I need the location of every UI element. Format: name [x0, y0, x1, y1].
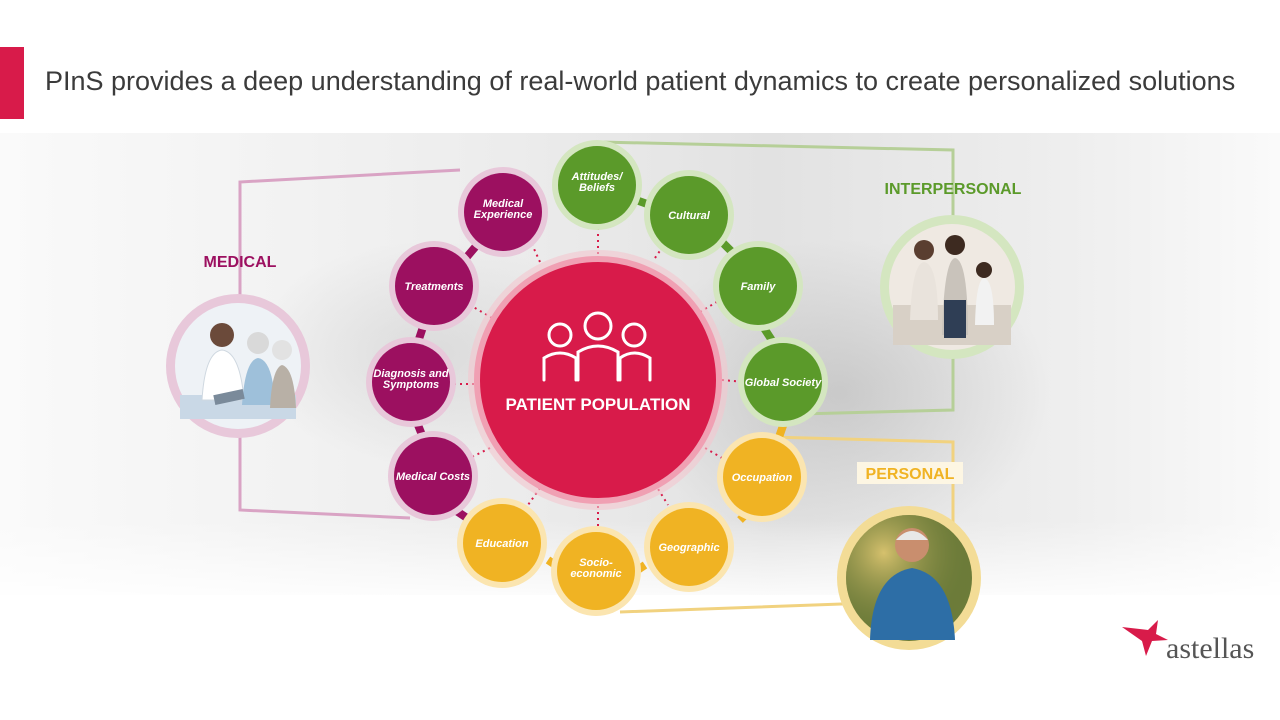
astellas-logo: astellas — [1122, 620, 1254, 665]
people-group-icon — [542, 311, 652, 382]
slide-title: PInS provides a deep understanding of re… — [45, 66, 1236, 96]
node-geographic: Geographic — [644, 502, 734, 592]
node-label-geographic: Geographic — [658, 542, 719, 554]
group-label-medical: MEDICAL — [204, 254, 277, 271]
node-medical-costs: Medical Costs — [388, 431, 478, 521]
node-global-society: Global Society — [738, 337, 828, 427]
node-socio-economic: Socio-economic — [551, 526, 641, 616]
background-fade — [0, 520, 1280, 595]
node-education: Education — [457, 498, 547, 588]
node-cultural: Cultural — [644, 170, 734, 260]
senior-man-jogging-photo — [837, 506, 981, 650]
node-attitudes-beliefs: Attitudes/Beliefs — [552, 140, 642, 230]
center-node: PATIENT POPULATION — [468, 250, 728, 510]
node-label-socio-economic: Socio-economic — [570, 557, 621, 580]
title-accent-bar — [0, 47, 24, 119]
node-treatments: Treatments — [389, 241, 479, 331]
node-label-occupation: Occupation — [732, 472, 793, 484]
logo-text: astellas — [1166, 632, 1254, 665]
group-label-personal: PERSONAL — [866, 466, 955, 483]
personal-bracket-line — [619, 435, 955, 614]
node-label-cultural: Cultural — [668, 210, 711, 222]
node-label-family: Family — [741, 281, 777, 293]
node-label-treatments: Treatments — [404, 281, 463, 293]
node-label-attitudes: Attitudes/Beliefs — [571, 171, 625, 194]
group-label-interpersonal: INTERPERSONAL — [885, 181, 1022, 198]
family-dancing-photo — [880, 215, 1024, 359]
personal-label-background — [857, 462, 963, 484]
doctor-with-elderly-patients-photo — [166, 294, 310, 438]
node-occupation: Occupation — [717, 432, 807, 522]
node-label-education: Education — [475, 538, 528, 550]
node-label-global-society: Global Society — [745, 377, 822, 389]
node-family: Family — [713, 241, 803, 331]
center-label: PATIENT POPULATION — [505, 395, 690, 414]
star-logo-icon — [1122, 620, 1168, 656]
node-label-medical-costs: Medical Costs — [396, 471, 470, 483]
